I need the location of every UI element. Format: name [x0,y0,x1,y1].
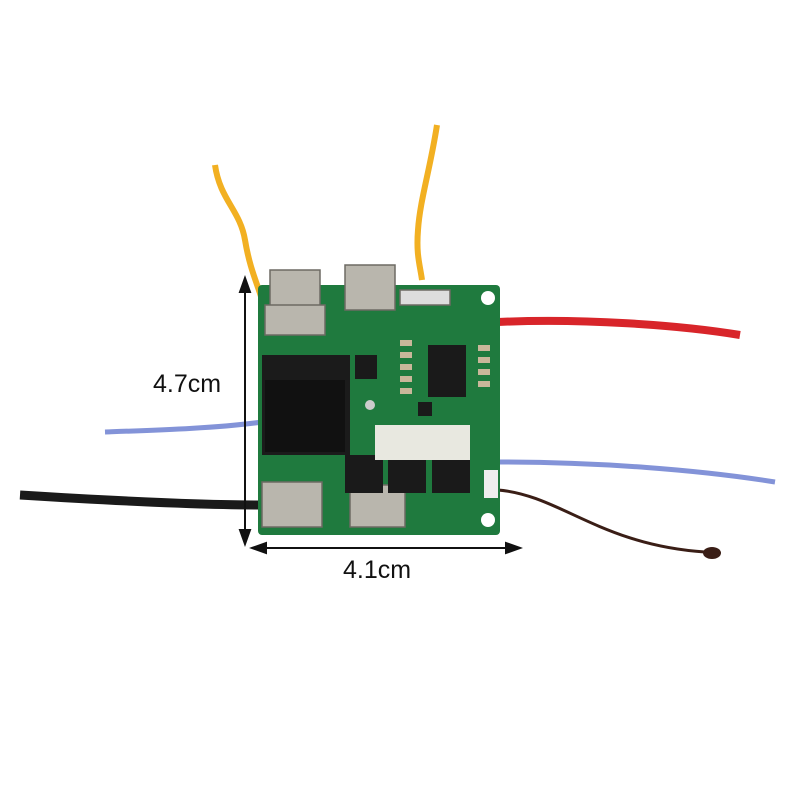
mounting-hole [481,291,495,305]
mosfet [432,455,470,493]
yellow-wire-right [414,124,440,281]
mounting-hole [481,513,495,527]
brown-wire [497,488,706,554]
via [365,400,375,410]
ic-chip [355,355,377,379]
thermistor [703,547,721,559]
heatsink-plate [375,425,470,460]
blue-wire-right [497,459,776,485]
black-wire [19,490,263,510]
red-wire [497,316,741,339]
smd-components [400,340,498,498]
blue-wire-left [104,419,263,435]
mosfet [345,455,383,493]
dimension-arrows [238,275,523,555]
ic-chip [418,402,432,416]
height-dimension-label: 4.7cm [153,370,222,398]
ic-chip [428,345,466,397]
mosfet [388,455,426,493]
yellow-wire-left [212,164,265,301]
width-dimension-label: 4.1cm [343,556,412,584]
